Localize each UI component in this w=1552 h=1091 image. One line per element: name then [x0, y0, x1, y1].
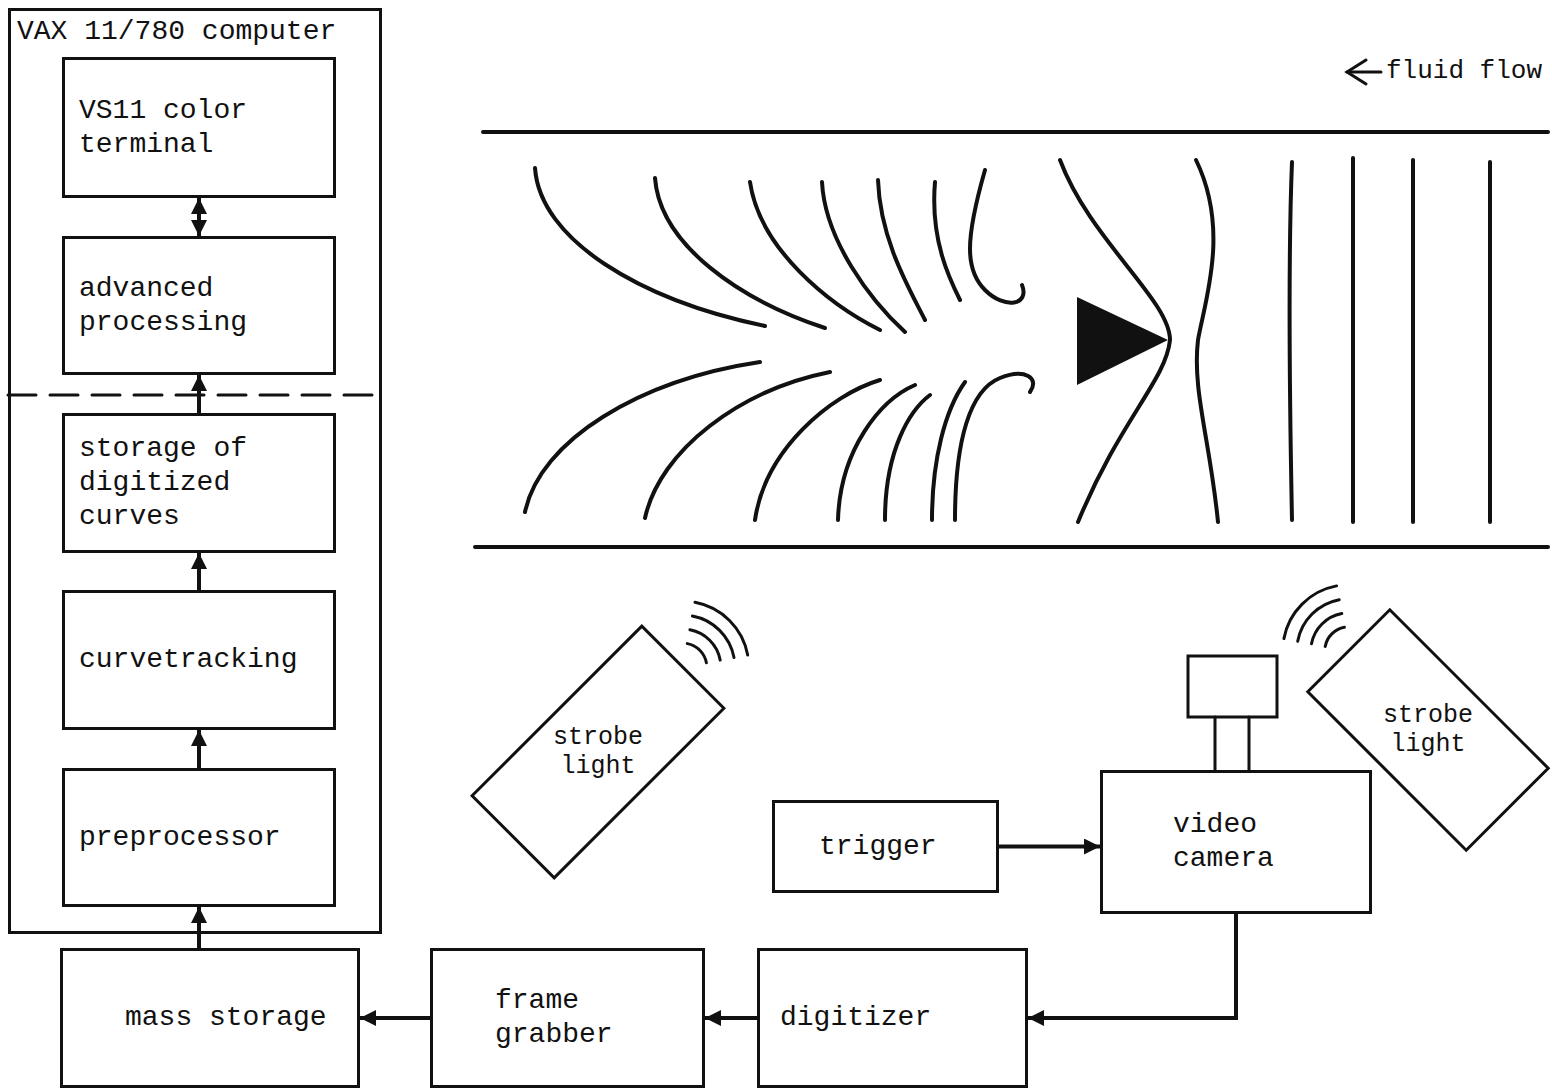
triangular-obstacle	[1077, 297, 1168, 385]
streakline	[932, 382, 965, 520]
box-label: video camera	[1173, 808, 1359, 876]
streakline	[970, 170, 1024, 303]
light-wave	[692, 616, 734, 658]
streakline	[655, 178, 825, 328]
connector-arrow	[705, 1016, 757, 1020]
box-label: advanced processing	[79, 272, 323, 340]
connector-arrow	[1028, 914, 1236, 1018]
process-box: advanced processing	[62, 236, 336, 375]
text-block: VS11 color terminal	[79, 94, 323, 162]
streakline	[878, 180, 925, 320]
storage-box: mass storage	[60, 948, 360, 1088]
connector-arrow	[197, 907, 201, 948]
box-label: preprocessor	[79, 821, 323, 855]
box-label: digitizer	[780, 1001, 1015, 1035]
box-label: mass storage	[125, 1001, 347, 1035]
channel-wall	[475, 545, 1548, 549]
streakline	[1290, 162, 1292, 520]
streakline	[525, 362, 760, 512]
text-block: trigger	[819, 830, 986, 864]
streakline	[645, 372, 830, 518]
strobe-waves	[687, 586, 1344, 663]
process-box: storage of digitized curves	[62, 413, 336, 553]
connector-arrow	[999, 845, 1100, 849]
strobe-body	[1308, 610, 1548, 850]
light-wave	[690, 630, 720, 660]
computer-box: VAX 11/780 computerVS11 color terminal ad…	[8, 8, 382, 934]
light-wave	[1312, 614, 1342, 644]
connector-arrow	[360, 1016, 430, 1020]
camera-mount	[1248, 717, 1251, 770]
streakline	[1488, 162, 1492, 522]
connector-arrow	[197, 730, 201, 768]
flow-label: fluid flow	[1386, 56, 1542, 86]
light-wave	[695, 602, 748, 655]
flow-arrow	[1347, 71, 1381, 74]
text-block: advanced processing	[79, 272, 323, 340]
streakline	[955, 374, 1033, 520]
text-block: strobe light	[546, 723, 650, 781]
connector-arrow	[197, 375, 201, 413]
streakline	[755, 380, 880, 520]
dashed-divider	[8, 394, 380, 397]
text-block: strobe light	[1376, 701, 1480, 759]
text-block: mass storage	[125, 1001, 347, 1035]
streakline	[1411, 160, 1415, 522]
box-heading: VAX 11/780 computer	[17, 15, 336, 49]
streaklines	[525, 158, 1490, 522]
streakline	[838, 385, 915, 520]
streakline	[535, 168, 765, 326]
streakline	[750, 182, 880, 330]
camera-mount	[1214, 717, 1217, 770]
connector-arrow	[197, 198, 201, 236]
process-box: VS11 color terminal	[62, 57, 336, 198]
strobe-light: strobe light	[470, 624, 726, 880]
light-wave	[687, 644, 706, 663]
text-block: preprocessor	[79, 821, 323, 855]
process-box: preprocessor	[62, 768, 336, 907]
text-block: digitizer	[780, 1001, 1015, 1035]
text-block: storage of digitized curves	[79, 432, 323, 534]
box-label: VS11 color terminal	[79, 94, 323, 162]
streakline	[822, 182, 905, 332]
text-block: VAX 11/780 computer	[17, 15, 336, 49]
camera-box: video camera	[1100, 770, 1372, 914]
strobe-light: strobe light	[1305, 607, 1551, 853]
flow-arrow-head	[1347, 60, 1366, 84]
light-wave	[1325, 627, 1344, 646]
strobe-body	[472, 626, 724, 878]
box-label: storage of digitized curves	[79, 432, 323, 534]
streakline	[1196, 160, 1218, 522]
process-box: curvetracking	[62, 590, 336, 730]
hardware-box: digitizer	[757, 948, 1028, 1088]
box-label: trigger	[819, 830, 986, 864]
streakline	[934, 182, 960, 300]
hardware-box: frame grabber	[430, 948, 705, 1088]
box-label: curvetracking	[79, 643, 323, 677]
text-block: curvetracking	[79, 643, 323, 677]
channel-wall	[483, 130, 1548, 134]
light-wave	[1284, 586, 1337, 639]
camera-lens-box	[1188, 656, 1277, 717]
hardware-box: trigger	[772, 800, 999, 893]
streakline	[885, 395, 930, 520]
streakline	[1351, 158, 1355, 522]
streakline	[1060, 160, 1170, 522]
text-block: frame grabber	[495, 984, 692, 1052]
light-wave	[1298, 600, 1340, 642]
box-label: strobe light	[546, 723, 650, 781]
text-block: video camera	[1173, 808, 1359, 876]
box-label: strobe light	[1376, 701, 1480, 759]
connector-arrow	[197, 553, 201, 590]
box-label: frame grabber	[495, 984, 692, 1052]
